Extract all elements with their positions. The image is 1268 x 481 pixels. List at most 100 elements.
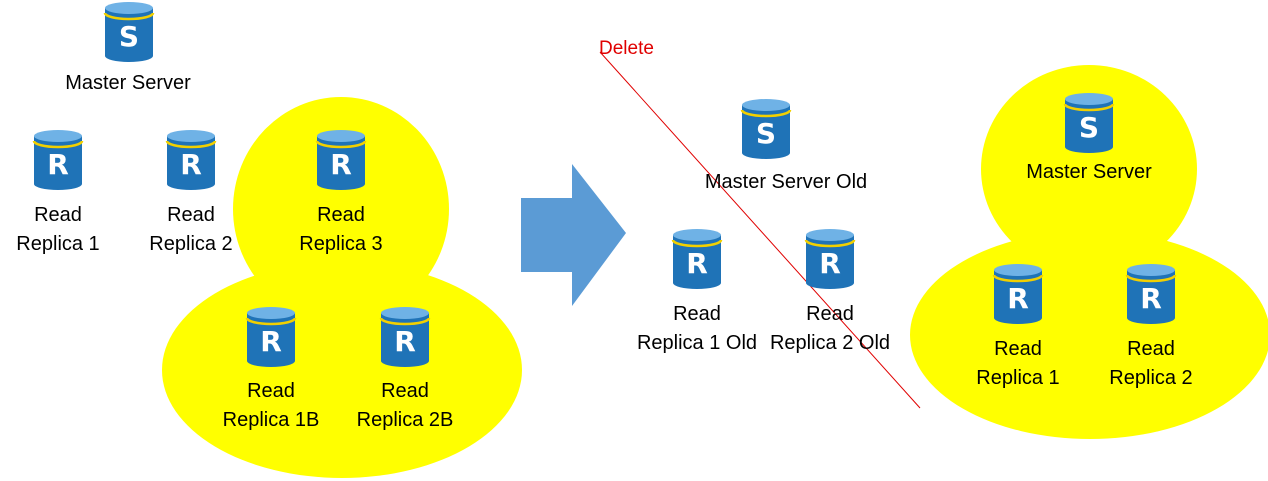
cylinder-letter: R: [1007, 282, 1029, 315]
cylinder-stripe: [740, 109, 792, 118]
old-replica1-line2: Replica 1 Old: [636, 332, 758, 354]
before-replica2-label: Read Replica 2: [149, 201, 232, 259]
before-replica1b-label: Read Replica 1B: [223, 377, 320, 435]
after-replica2-line2: Replica 2: [1109, 367, 1193, 389]
old-replica1-label: Read Replica 1 Old: [637, 300, 757, 358]
cylinder-stripe: [992, 274, 1044, 283]
cylinder-top: [105, 2, 153, 14]
cylinder-body: [105, 8, 153, 62]
after-replica1-line1: Read: [994, 338, 1042, 360]
database-replica-icon: R: [165, 130, 217, 190]
highlight-replica3-region: [233, 97, 449, 321]
old-replica2-label: Read Replica 2 Old: [770, 300, 890, 358]
cylinder-top: [317, 130, 365, 142]
cylinder-letter: R: [47, 148, 69, 181]
database-replica-icon: R: [32, 130, 84, 190]
cylinder-top: [247, 307, 295, 319]
cylinder-top: [1127, 264, 1175, 276]
cylinder-body: [167, 136, 215, 190]
cylinder-top: [742, 99, 790, 111]
cylinder-letter: R: [394, 325, 416, 358]
cylinder-body: [742, 105, 790, 159]
database-master-icon: S: [103, 2, 155, 62]
before-replica2-line1: Read: [167, 204, 215, 226]
database-replica-icon: R: [671, 229, 723, 289]
cylinder-letter: R: [260, 325, 282, 358]
before-replica1-line1: Read: [34, 204, 82, 226]
highlight-new-master-region: [981, 65, 1197, 273]
after-replica1-line2: Replica 1: [976, 367, 1060, 389]
cylinder-top: [34, 130, 82, 142]
after-replica2-label: Read Replica 2: [1109, 335, 1192, 393]
cylinder-body: [806, 235, 854, 289]
cylinder-stripe: [103, 12, 155, 21]
cylinder-stripe: [245, 317, 297, 326]
before-master-label-text: Master Server: [65, 72, 191, 94]
before-replica2-line2: Replica 2: [149, 233, 233, 255]
cylinder-stripe: [1063, 103, 1115, 112]
cylinder-letter: R: [819, 247, 841, 280]
cylinder-body: [247, 313, 295, 367]
before-replica3-label: Read Replica 3: [299, 201, 382, 259]
old-master-label-text: Master Server Old: [704, 171, 868, 193]
before-replica1-line2: Replica 1: [16, 233, 100, 255]
delete-label: Delete: [599, 38, 654, 59]
after-master-label: Master Server: [1026, 158, 1152, 187]
before-replica1b-line2: Replica 1B: [222, 409, 320, 431]
before-replica1-label: Read Replica 1: [16, 201, 99, 259]
database-master-icon: S: [740, 99, 792, 159]
cylinder-top: [806, 229, 854, 241]
old-replica1-line1: Read: [673, 303, 721, 325]
cylinder-body: [1127, 270, 1175, 324]
transition-arrow: [521, 164, 626, 306]
cylinder-body: [673, 235, 721, 289]
cylinder-top: [381, 307, 429, 319]
cylinder-body: [381, 313, 429, 367]
cylinder-body: [1065, 99, 1113, 153]
database-replica-icon: R: [315, 130, 367, 190]
cylinder-letter: S: [1079, 111, 1099, 144]
before-replica2b-label: Read Replica 2B: [357, 377, 454, 435]
cylinder-body: [317, 136, 365, 190]
database-master-icon: S: [1063, 93, 1115, 153]
cylinder-stripe: [1125, 274, 1177, 283]
database-replica-icon: R: [992, 264, 1044, 324]
highlight-bottom-region: [162, 262, 522, 478]
database-replica-icon: R: [245, 307, 297, 367]
cylinder-body: [994, 270, 1042, 324]
database-replica-icon: R: [1125, 264, 1177, 324]
before-replica1b-line1: Read: [247, 380, 295, 402]
old-replica2-line2: Replica 2 Old: [769, 332, 891, 354]
cylinder-stripe: [379, 317, 431, 326]
cylinder-stripe: [315, 140, 367, 149]
highlight-new-replicas-region: [910, 231, 1268, 439]
cylinder-letter: R: [1140, 282, 1162, 315]
cylinder-top: [167, 130, 215, 142]
old-replica2-line1: Read: [806, 303, 854, 325]
after-replica1-label: Read Replica 1: [976, 335, 1059, 393]
cylinder-letter: R: [330, 148, 352, 181]
cylinder-stripe: [165, 140, 217, 149]
after-master-label-text: Master Server: [1026, 161, 1152, 183]
cylinder-letter: S: [119, 20, 139, 53]
cylinder-stripe: [671, 239, 723, 248]
cylinder-stripe: [804, 239, 856, 248]
cylinder-top: [1065, 93, 1113, 105]
cylinder-top: [673, 229, 721, 241]
old-master-label: Master Server Old: [705, 168, 867, 197]
database-replica-icon: R: [804, 229, 856, 289]
cylinder-body: [34, 136, 82, 190]
cylinder-stripe: [32, 140, 84, 149]
cylinder-top: [994, 264, 1042, 276]
cylinder-letter: R: [686, 247, 708, 280]
after-replica2-line1: Read: [1127, 338, 1175, 360]
before-replica2b-line2: Replica 2B: [356, 409, 454, 431]
cylinder-letter: S: [756, 117, 776, 150]
before-replica2b-line1: Read: [381, 380, 429, 402]
before-replica3-line2: Replica 3: [299, 233, 383, 255]
database-replica-icon: R: [379, 307, 431, 367]
cylinder-letter: R: [180, 148, 202, 181]
before-replica3-line1: Read: [317, 204, 365, 226]
delete-strike-line: [599, 51, 921, 409]
